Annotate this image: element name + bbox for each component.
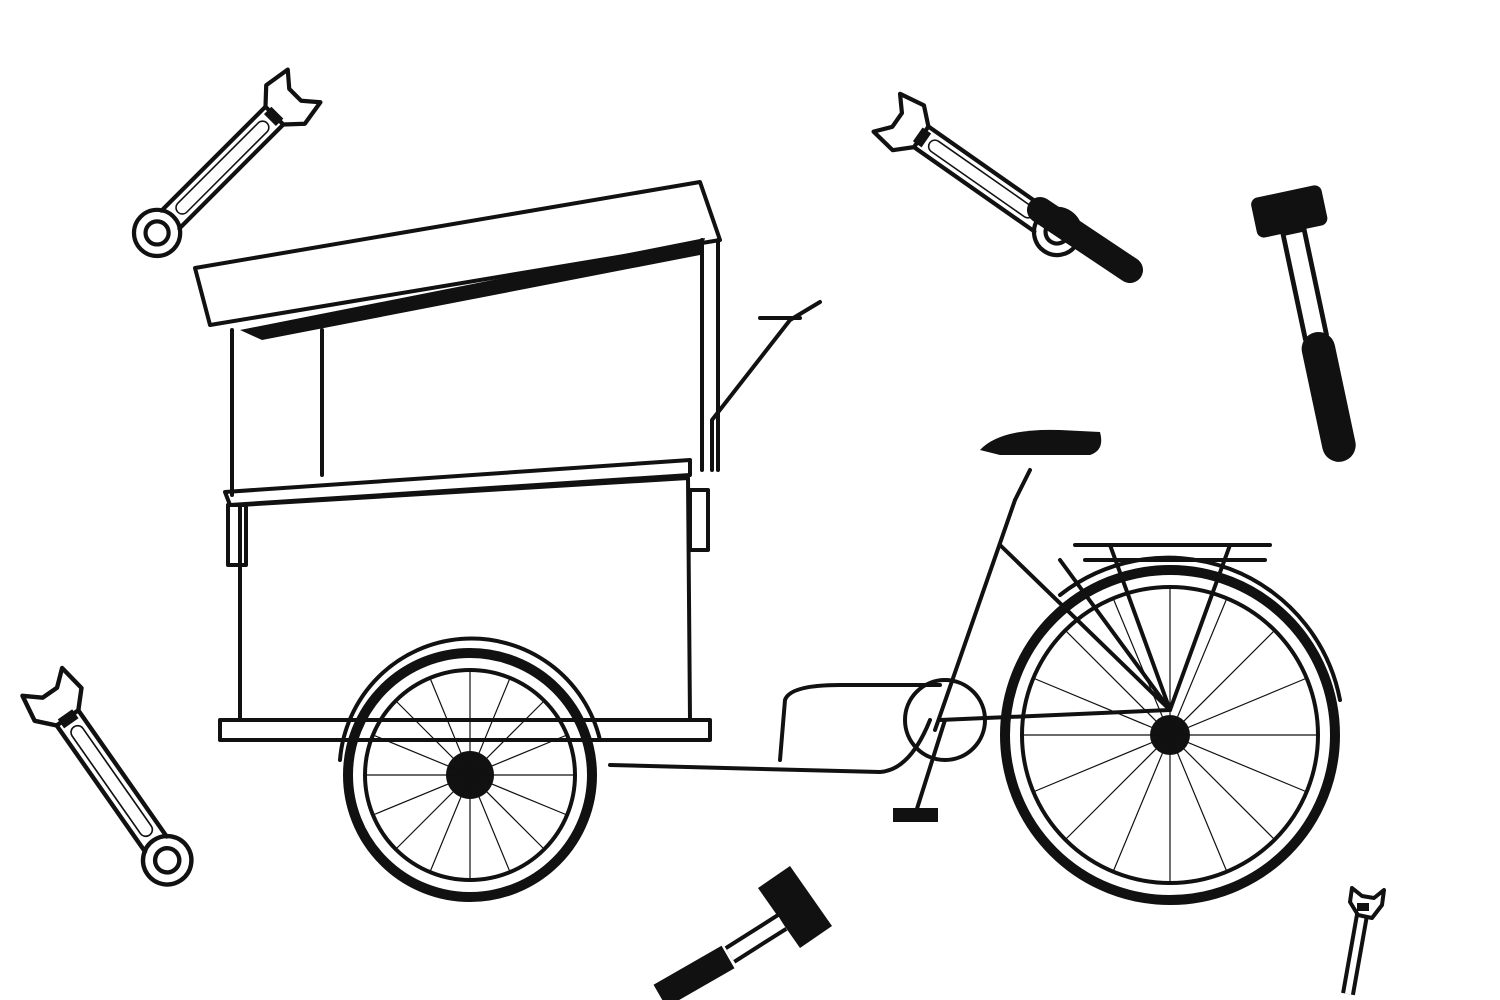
handlebar <box>710 300 822 472</box>
wrench-icon <box>1341 886 1386 996</box>
wrench-icon <box>871 90 1143 283</box>
rear-wheel <box>1000 555 1342 905</box>
hammer-icon <box>1250 184 1378 469</box>
front-wheel <box>338 636 602 902</box>
frame <box>608 429 1272 822</box>
wrench-icon <box>19 665 205 896</box>
hammer-icon <box>653 866 832 1000</box>
cargo-trike-illustration <box>193 180 1342 905</box>
wrench-icon <box>121 67 323 269</box>
canopy <box>193 180 722 497</box>
cargo-box <box>218 458 712 742</box>
